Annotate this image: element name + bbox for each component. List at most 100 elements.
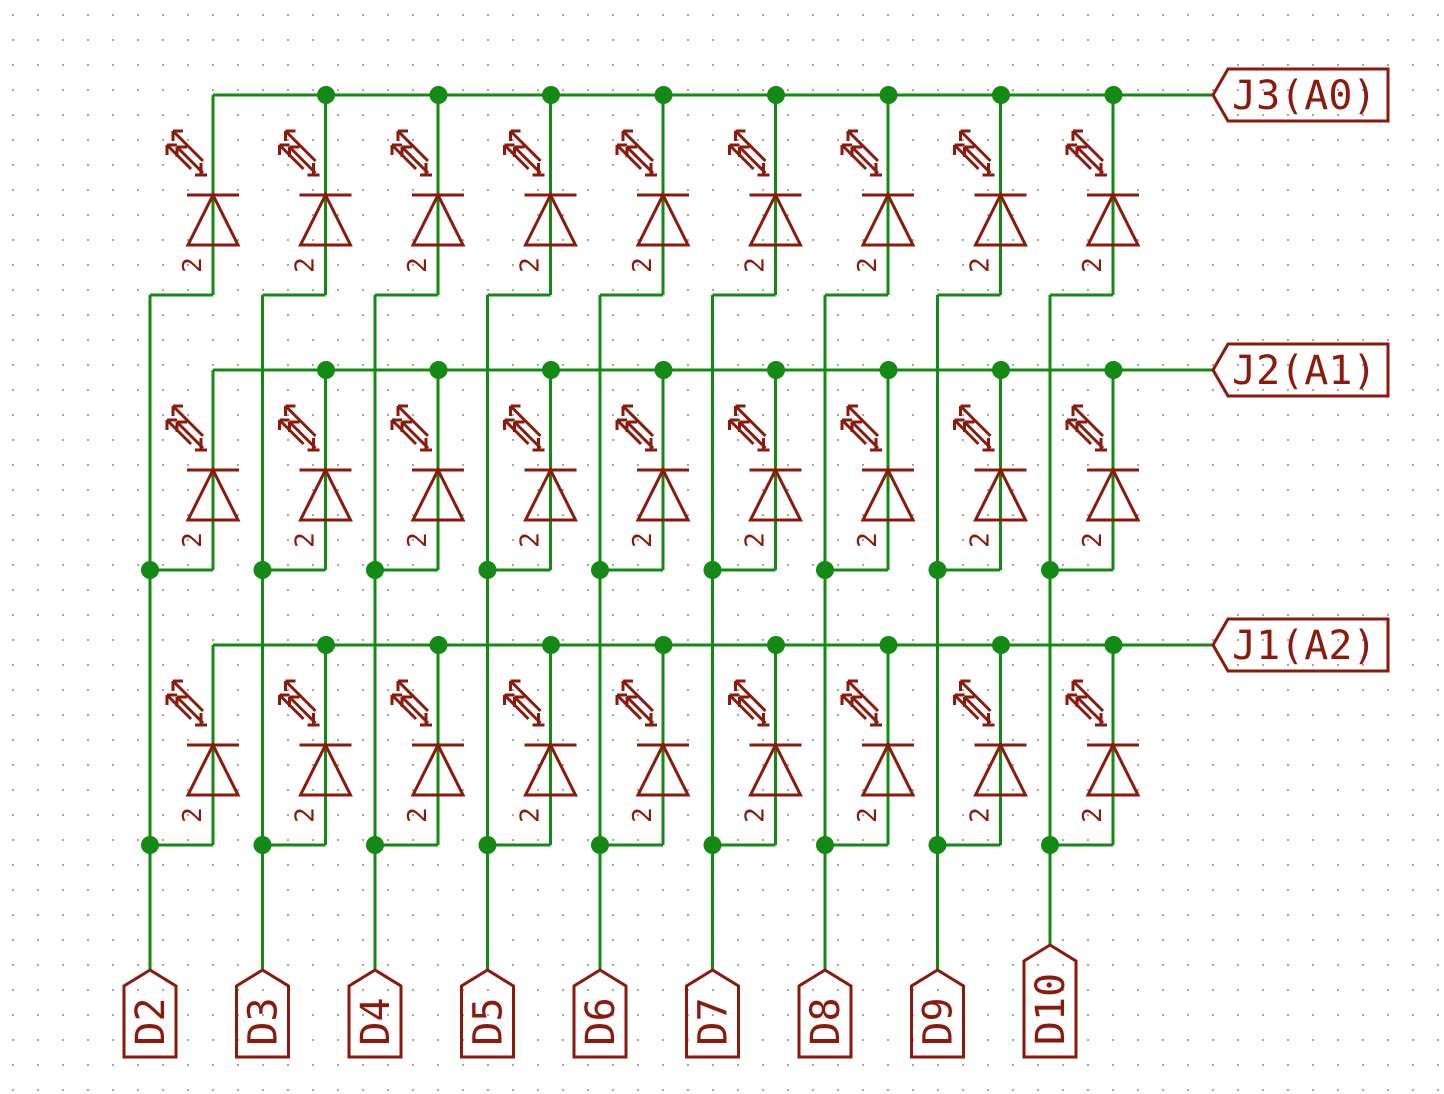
- junction-dot: [141, 561, 159, 579]
- column-label-d4: D4: [347, 968, 403, 1059]
- light-emitting-arrows-icon: [953, 404, 995, 452]
- row-label-flag: [1211, 617, 1390, 673]
- led-pin-number: 2: [516, 807, 546, 823]
- junction-dot: [1041, 561, 1059, 579]
- row-label-text: J2(A1): [1232, 348, 1377, 394]
- row-label-1: J3(A0): [1211, 67, 1390, 123]
- led: 2: [953, 645, 1028, 845]
- column-label-d5: D5: [460, 968, 515, 1059]
- column-label-text: D2: [128, 997, 174, 1045]
- junction-dot: [253, 561, 272, 579]
- led: 2: [728, 370, 803, 570]
- light-emitting-arrows-icon: [165, 129, 207, 177]
- column-label-text: D3: [241, 997, 287, 1045]
- column-label-d7: D7: [685, 968, 740, 1059]
- column-label-flag: [460, 968, 515, 1059]
- led-pin-number: 2: [403, 807, 433, 823]
- light-emitting-arrows-icon: [1065, 129, 1107, 177]
- led: 2: [278, 95, 353, 295]
- led-anode-triangle: [523, 191, 578, 247]
- junction-dot: [992, 86, 1010, 104]
- light-emitting-arrows-icon: [278, 679, 320, 727]
- junction-dot: [478, 836, 497, 854]
- junction-dot: [1104, 361, 1123, 379]
- led-anode-triangle: [410, 466, 466, 522]
- led-pin-number: 2: [741, 807, 771, 823]
- led: 2: [615, 370, 691, 570]
- light-emitting-arrows-icon: [503, 404, 545, 452]
- led-anode-triangle: [185, 191, 241, 247]
- led-anode-triangle: [298, 466, 353, 522]
- led-anode-triangle: [523, 741, 578, 797]
- led-pin-number: 2: [628, 807, 658, 823]
- led-pin-number: 2: [741, 257, 771, 273]
- led: 2: [390, 95, 466, 295]
- column-label-d10: D10: [1022, 943, 1078, 1059]
- led: 2: [615, 95, 691, 295]
- column-label-flag: [235, 968, 290, 1059]
- led: 2: [390, 645, 466, 845]
- column-label-text: D9: [916, 997, 962, 1045]
- led-anode-triangle: [1085, 466, 1141, 522]
- led-anode-triangle: [748, 466, 803, 522]
- light-emitting-arrows-icon: [278, 404, 320, 452]
- led-pin-number: 2: [178, 807, 208, 823]
- wires-layer: [148, 93, 1215, 970]
- led: 2: [165, 370, 241, 570]
- row-label-flag: [1211, 342, 1390, 398]
- column-label-flag: [1022, 943, 1078, 1059]
- light-emitting-arrows-icon: [390, 679, 432, 727]
- light-emitting-arrows-icon: [1065, 679, 1107, 727]
- junctions-layer: [141, 86, 1123, 854]
- column-label-flag: [910, 968, 965, 1059]
- led-pin-number: 2: [853, 532, 883, 548]
- led-pin-number: 2: [628, 532, 658, 548]
- led-anode-triangle: [748, 741, 803, 797]
- led-pin-number: 2: [516, 257, 546, 273]
- junction-dot: [429, 86, 448, 104]
- junction-dot: [429, 636, 448, 654]
- light-emitting-arrows-icon: [165, 404, 207, 452]
- led-anode-triangle: [973, 741, 1028, 797]
- junction-dot: [429, 361, 448, 379]
- junction-dot: [928, 561, 947, 579]
- led-pin-number: 2: [628, 257, 658, 273]
- junction-dot: [879, 361, 898, 379]
- led-pin-number: 2: [291, 257, 321, 273]
- led-anode-triangle: [185, 741, 241, 797]
- led: 2: [615, 645, 691, 845]
- led-anode-triangle: [185, 466, 241, 522]
- led-pin-number: 2: [178, 257, 208, 273]
- junction-dot: [542, 361, 560, 379]
- led-anode-triangle: [635, 191, 691, 247]
- led-pin-number: 2: [966, 257, 996, 273]
- led-pin-number: 2: [966, 807, 996, 823]
- column-label-text: D4: [353, 997, 399, 1045]
- light-emitting-arrows-icon: [165, 679, 207, 727]
- light-emitting-arrows-icon: [840, 404, 882, 452]
- junction-dot: [654, 86, 673, 104]
- junction-dot: [816, 836, 834, 854]
- led: 2: [728, 95, 803, 295]
- led: 2: [728, 645, 803, 845]
- light-emitting-arrows-icon: [728, 404, 770, 452]
- light-emitting-arrows-icon: [953, 679, 995, 727]
- led-anode-triangle: [635, 466, 691, 522]
- led: 2: [165, 645, 241, 845]
- junction-dot: [141, 836, 159, 854]
- column-label-d9: D9: [910, 968, 965, 1059]
- column-label-flag: [572, 968, 628, 1059]
- column-label-flag: [347, 968, 403, 1059]
- light-emitting-arrows-icon: [278, 129, 320, 177]
- led-pin-number: 2: [966, 532, 996, 548]
- led-pin-number: 2: [1078, 532, 1108, 548]
- led-pin-number: 2: [1078, 257, 1108, 273]
- junction-dot: [253, 836, 272, 854]
- led-anode-triangle: [298, 191, 353, 247]
- led-anode-triangle: [748, 191, 803, 247]
- led: 2: [1065, 370, 1141, 570]
- led-anode-triangle: [860, 191, 916, 247]
